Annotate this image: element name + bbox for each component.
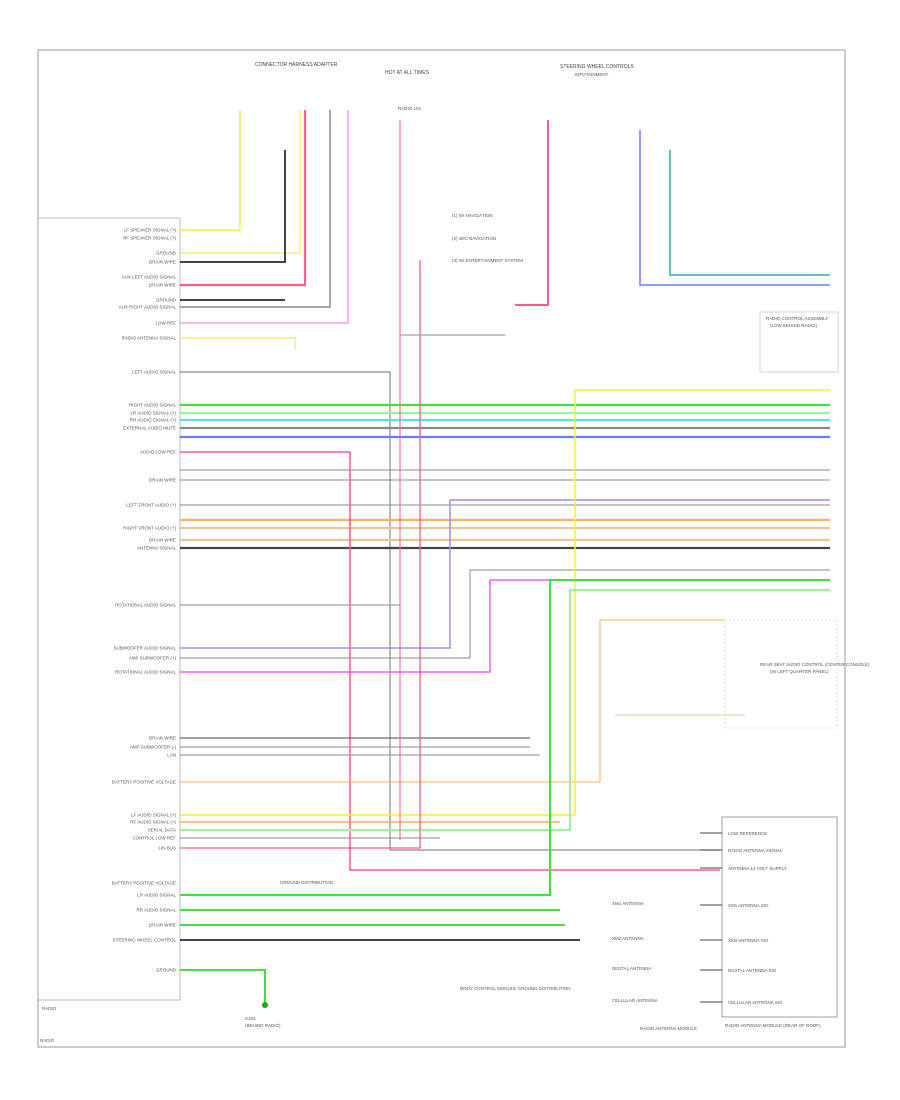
note-2: (2) W/O NAVIGATION	[452, 236, 496, 241]
radio-pin-label: AUX LEFT AUDIO SIGNAL	[122, 275, 177, 280]
antenna-pin-label: LOW REFERENCE	[728, 831, 767, 836]
radio-pin-label: DRAIN WIRE	[149, 478, 176, 483]
ground-symbol	[262, 1002, 268, 1008]
radio-pin-label: BATTERY POSITIVE VOLTAGE	[112, 881, 176, 886]
wire	[180, 110, 241, 231]
radio-pin-label: AUDIO LOW REF	[140, 450, 176, 455]
antenna-module-title: RADIO ANTENNA MODULE	[640, 1026, 697, 1031]
radio-module-title: RADIO	[42, 1006, 57, 1011]
antenna-label: XM2 ANTENNA	[612, 936, 644, 941]
radio-pin-label: GROUND	[156, 298, 177, 303]
antenna-label: XM1 ANTENNA	[612, 901, 644, 906]
radio-pin-label: STEERING WHEEL CONTROL	[113, 938, 177, 943]
wire	[180, 150, 286, 263]
antenna-label: DIGITAL ANTENNA	[612, 966, 652, 971]
radio-pin-label: LEFT FRONT AUDIO (+)	[126, 503, 176, 508]
radio-pin-label: AMP SUBWOOFER (+)	[129, 656, 177, 661]
radio-pin-label: LF SPEAKER SIGNAL (+)	[124, 228, 177, 233]
radio-pin-label: AUX RIGHT AUDIO SIGNAL	[119, 305, 177, 310]
radio-pin-label: RF SPEAKER SIGNAL (+)	[123, 236, 176, 241]
right-top-module-sub: INFOTAINMENT	[575, 72, 609, 77]
radio-pin-label: DRAIN WIRE	[149, 923, 176, 928]
rear-module-title: REAR SEAT AUDIO CONTROL (CENTER CONSOLE)	[760, 662, 870, 667]
rear-module-sub: (IN LEFT QUARTER PANEL)	[770, 669, 829, 674]
antenna-pin-label: XM2 ANTENNA SIG	[728, 938, 769, 943]
wire	[639, 130, 830, 286]
radio-pin-label: DRAIN WIRE	[149, 283, 176, 288]
radio-pin-label: LF AUDIO SIGNAL (+)	[131, 813, 176, 818]
radio-pin-label: ANTENNA SIGNAL	[137, 546, 177, 551]
radio-pin-label: ROTATIONAL AUDIO SIGNAL	[115, 603, 176, 608]
radio-pin-label: DRAIN WIRE	[149, 736, 176, 741]
radio-pin-label: BATTERY POSITIVE VOLTAGE	[112, 780, 176, 785]
radio-pin-label: DRAIN WIRE	[149, 260, 176, 265]
wire	[180, 110, 331, 308]
radio-pin-label: GROUND	[156, 251, 177, 256]
radio-pin-label: RF AUDIO SIGNAL (+)	[130, 820, 176, 825]
radio-pin-label: DRAIN WIRE	[149, 538, 176, 543]
wire	[180, 579, 830, 896]
right-top-module-title: STEERING WHEEL CONTROLS	[560, 64, 634, 70]
splice-label: GROUND DISTRIBUTION	[280, 880, 333, 885]
radio-pin-label: LOW REF	[155, 321, 176, 326]
wire	[180, 619, 725, 783]
fuse-block-title: HOT AT ALL TIMES	[385, 70, 430, 76]
radio-pin-label: RR AUDIO SIGNAL	[136, 908, 176, 913]
wire	[180, 371, 720, 851]
radio-pin-label: LIN BUS	[158, 846, 176, 851]
antenna-pin-label: XM1 ANTENNA SIG	[728, 903, 769, 908]
note-3: (3) W/ ENTERTAINMENT SYSTEM	[452, 258, 523, 263]
antenna-pin-label: CELLULAR ANTENNA SIG	[728, 1000, 783, 1005]
radio-pin-label: LEFT AUDIO SIGNAL	[132, 370, 176, 375]
footer-label: RADIO	[40, 1038, 55, 1043]
radio-pin-label: SERIAL DATA	[148, 828, 176, 833]
wire	[180, 569, 830, 659]
radio-pin-label: AMP SUBWOOFER (-)	[130, 745, 177, 750]
wire	[180, 110, 349, 324]
radio-pin-label: SUBWOOFER AUDIO SIGNAL	[113, 646, 176, 651]
wire	[180, 337, 296, 350]
amp-module-box	[724, 619, 838, 729]
radio-pin-label: RIGHT AUDIO SIGNAL	[129, 403, 176, 408]
amp-module-title: RADIO CONTROL ASSEMBLY	[766, 316, 828, 321]
right-top-module-box	[759, 311, 839, 373]
radio-pin-label: ROTATIONAL AUDIO SIGNAL	[115, 670, 176, 675]
radio-pin-label: LR AUDIO SIGNAL (+)	[131, 411, 177, 416]
antenna-pin-label: ANTENNA 12 VOLT SUPPLY	[728, 866, 787, 871]
top-connector-title: CONNECTOR HARNESS ADAPTER	[255, 62, 338, 68]
antenna-module-caption: RADIO ANTENNA MODULE (REAR OF ROOF)	[725, 1023, 821, 1028]
ground-sub: (BEHIND RADIO)	[245, 1023, 281, 1028]
radio-pin-label: GROUND	[156, 968, 177, 973]
wire	[180, 389, 830, 816]
radio-pin-label: CONTROL LOW REF	[132, 836, 176, 841]
wire	[180, 110, 307, 287]
amp-module-sub: (LOW BEHIND RADIO)	[770, 323, 818, 328]
antenna-pin-label: DIGITAL ANTENNA SIG	[728, 968, 777, 973]
note-1: (1) W/ NAVIGATION	[452, 213, 493, 218]
radio-module-box	[37, 217, 181, 1001]
antenna-module-box	[721, 816, 838, 1018]
radio-pin-label: LR AUDIO SIGNAL	[137, 893, 176, 898]
wire	[180, 260, 421, 849]
ground-label: G201	[245, 1016, 257, 1021]
radio-pin-label: RADIO ANTENNA SIGNAL	[122, 336, 177, 341]
radio-pin-label: RIGHT FRONT AUDIO (+)	[123, 526, 176, 531]
wire	[180, 451, 720, 871]
wire	[180, 110, 301, 254]
wire	[515, 120, 549, 306]
wire	[669, 150, 830, 276]
wire	[180, 589, 830, 831]
radio-pin-label: RR AUDIO SIGNAL (+)	[130, 418, 177, 423]
radio-pin-label: LAN	[167, 753, 176, 758]
wire	[180, 969, 266, 1005]
bottom-note: BODY CONTROL MODULE GROUND DISTRIBUTION	[460, 986, 571, 991]
wire	[180, 499, 830, 649]
antenna-label: CELLULAR ANTENNA	[612, 998, 658, 1003]
antenna-pin-label: RADIO ANTENNA SIGNAL	[728, 848, 783, 853]
radio-pin-label: EXTERNAL AUDIO MUTE	[123, 426, 176, 431]
fuse-label: RADIO 10A	[398, 106, 422, 111]
